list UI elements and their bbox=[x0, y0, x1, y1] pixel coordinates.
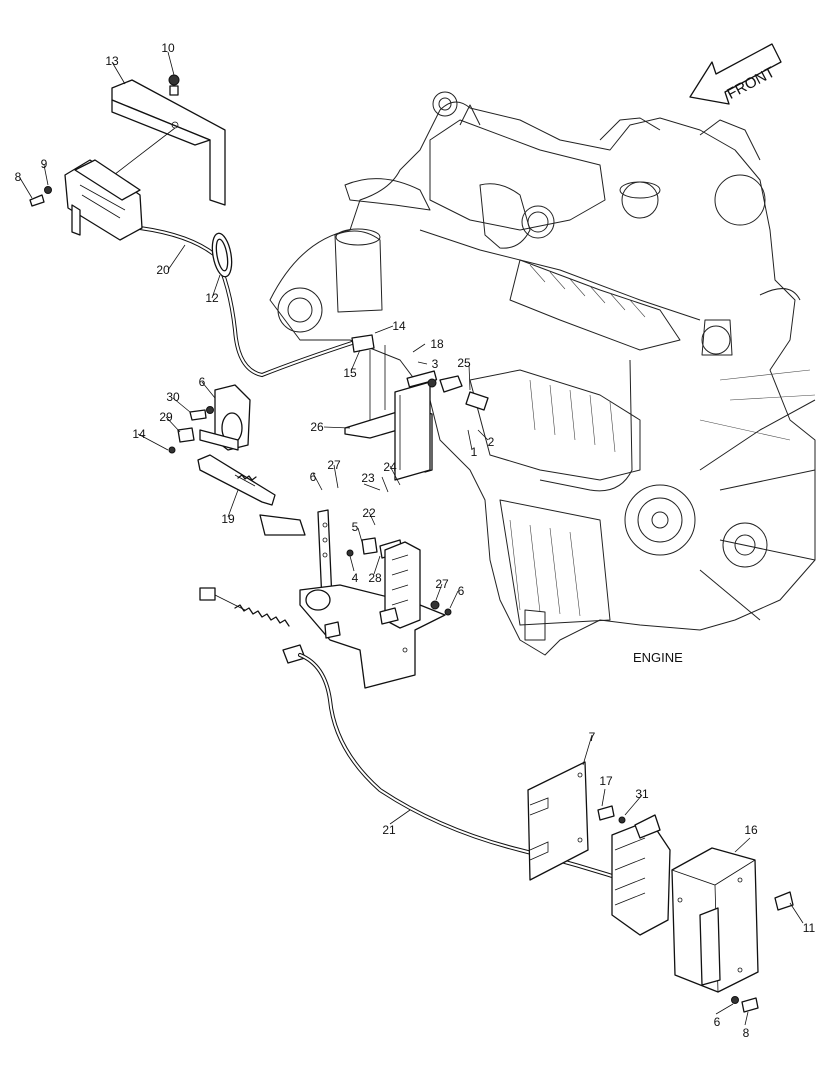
controller-bracket-7 bbox=[527, 761, 589, 881]
callout-8b: 8 bbox=[743, 1026, 750, 1040]
callout-19: 19 bbox=[221, 512, 235, 526]
callout-1: 1 bbox=[471, 445, 478, 459]
front-arrow: FRONT bbox=[689, 43, 782, 105]
callout-14b: 14 bbox=[132, 427, 146, 441]
callout-21: 21 bbox=[382, 823, 396, 837]
callout-10: 10 bbox=[161, 41, 175, 55]
callout-labels: 1 2 3 4 5 6 6 6 6 7 8 8 9 10 11 12 13 14… bbox=[15, 41, 816, 1040]
callout-22: 22 bbox=[362, 506, 376, 520]
callout-24: 24 bbox=[383, 460, 397, 474]
callout-3: 3 bbox=[432, 357, 439, 371]
callout-29: 29 bbox=[159, 410, 173, 424]
rod-19 bbox=[197, 454, 306, 536]
callout-2: 2 bbox=[488, 435, 495, 449]
callout-30: 30 bbox=[166, 390, 180, 404]
callout-11: 11 bbox=[803, 921, 816, 935]
callout-8a: 8 bbox=[15, 170, 22, 184]
governor-bracket-13 bbox=[109, 74, 226, 206]
callout-6b: 6 bbox=[310, 470, 317, 484]
leader-lines bbox=[19, 51, 804, 1026]
callout-6c: 6 bbox=[458, 584, 465, 598]
callout-27a: 27 bbox=[327, 458, 341, 472]
callout-12: 12 bbox=[205, 291, 219, 305]
callout-13: 13 bbox=[105, 54, 119, 68]
controller-cover-16 bbox=[671, 847, 794, 1013]
callout-9: 9 bbox=[41, 157, 48, 171]
callout-6a: 6 bbox=[199, 375, 206, 389]
callout-28: 28 bbox=[368, 571, 382, 585]
callout-6d: 6 bbox=[714, 1015, 721, 1029]
callout-14a: 14 bbox=[392, 319, 406, 333]
controller-module bbox=[597, 805, 671, 936]
callout-17: 17 bbox=[599, 774, 613, 788]
callout-31: 31 bbox=[635, 787, 649, 801]
callout-15: 15 bbox=[343, 366, 357, 380]
callout-16: 16 bbox=[744, 823, 758, 837]
governor-actuator bbox=[29, 159, 143, 241]
callout-26: 26 bbox=[310, 420, 324, 434]
cable-20 bbox=[138, 226, 375, 378]
callout-27b: 27 bbox=[435, 577, 449, 591]
callout-23: 23 bbox=[361, 471, 375, 485]
front-label: FRONT bbox=[724, 64, 778, 103]
callout-5: 5 bbox=[352, 520, 359, 534]
main-bracket bbox=[299, 541, 452, 689]
linkage-bracket bbox=[168, 384, 251, 454]
engine-bracket-26 bbox=[344, 345, 489, 481]
callout-4: 4 bbox=[352, 571, 359, 585]
callout-7: 7 bbox=[589, 730, 596, 744]
engine-assembly bbox=[269, 91, 816, 656]
callout-18: 18 bbox=[430, 337, 444, 351]
callout-20: 20 bbox=[156, 263, 170, 277]
callout-25: 25 bbox=[457, 356, 471, 370]
engine-label: ENGINE bbox=[633, 650, 683, 665]
